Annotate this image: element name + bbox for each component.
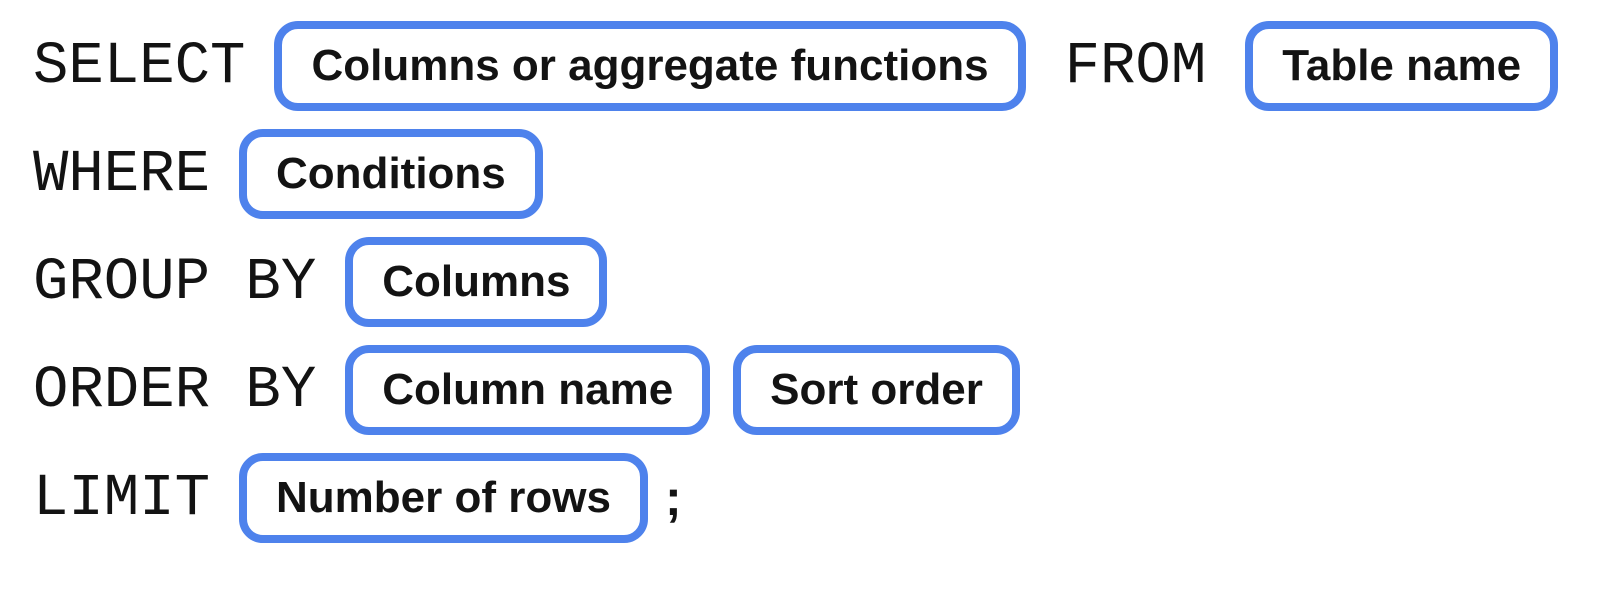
keyword-from: FROM	[1064, 32, 1207, 100]
placeholder-box-sort-order: Sort order	[733, 345, 1020, 435]
keyword-limit: LIMIT	[33, 464, 211, 532]
placeholder-box-column-name: Column name	[345, 345, 711, 435]
clause-row-group-by: GROUP BY Columns	[33, 237, 1600, 327]
keyword-order-by: ORDER BY	[33, 356, 317, 424]
clause-row-order-by: ORDER BY Column name Sort order	[33, 345, 1600, 435]
clause-row-limit: LIMIT Number of rows ;	[33, 453, 1600, 543]
keyword-where: WHERE	[33, 140, 211, 208]
clause-row-select-from: SELECT Columns or aggregate functions FR…	[33, 21, 1600, 111]
clause-row-where: WHERE Conditions	[33, 129, 1600, 219]
placeholder-box-table-name: Table name	[1245, 21, 1559, 111]
placeholder-box-conditions: Conditions	[239, 129, 543, 219]
keyword-select: SELECT	[33, 32, 246, 100]
placeholder-box-columns-or-aggregate-functions: Columns or aggregate functions	[274, 21, 1026, 111]
sql-syntax-diagram: SELECT Columns or aggregate functions FR…	[33, 21, 1600, 543]
statement-terminator-semicolon: ;	[664, 470, 682, 526]
placeholder-box-columns: Columns	[345, 237, 608, 327]
keyword-group-by: GROUP BY	[33, 248, 317, 316]
placeholder-box-number-of-rows: Number of rows	[239, 453, 648, 543]
